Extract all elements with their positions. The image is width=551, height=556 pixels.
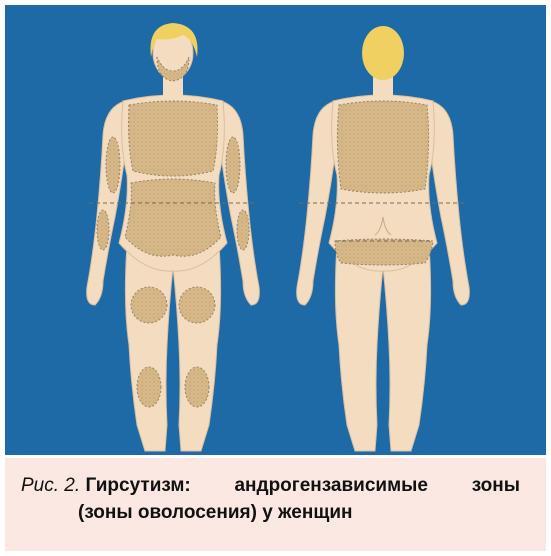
caption-word-androgen-dependent: андрогензависимые: [234, 472, 428, 499]
front-left-upper-arm-zone: [97, 210, 109, 250]
front-left-shin-zone: [137, 367, 161, 407]
back-figure: [297, 26, 470, 451]
figure-caption: Рис. 2. Гирсутизм: андрогензависимые зон…: [5, 458, 546, 551]
back-sacral-zone: [335, 239, 433, 265]
body-zones-illustration: [5, 5, 546, 455]
front-abdomen-zone: [125, 179, 221, 256]
back-upper-back-zone: [337, 101, 428, 193]
caption-word-hirsutism: Гирсутизм:: [85, 475, 190, 496]
front-figure: [87, 23, 260, 451]
caption-prefix: Рис. 2.: [21, 475, 80, 496]
caption-word-zones: зоны: [472, 472, 520, 499]
illustration-panel: [5, 5, 546, 455]
front-chest-zone: [129, 101, 218, 176]
front-left-leg: [125, 245, 173, 451]
back-head-hair: [362, 26, 404, 80]
caption-line-2: (зоны оволосения) у женщин: [21, 499, 520, 526]
front-right-leg: [173, 245, 221, 451]
front-right-thigh-zone: [179, 287, 215, 323]
front-left-forearm-zone: [106, 137, 120, 193]
front-right-upper-arm-zone: [237, 210, 249, 250]
caption-line-1: Рис. 2. Гирсутизм: андрогензависимые зон…: [21, 472, 520, 499]
back-right-leg: [383, 245, 431, 451]
back-left-leg: [335, 245, 383, 451]
front-right-forearm-zone: [226, 137, 240, 193]
front-left-thigh-zone: [131, 287, 167, 323]
front-right-shin-zone: [185, 367, 209, 407]
